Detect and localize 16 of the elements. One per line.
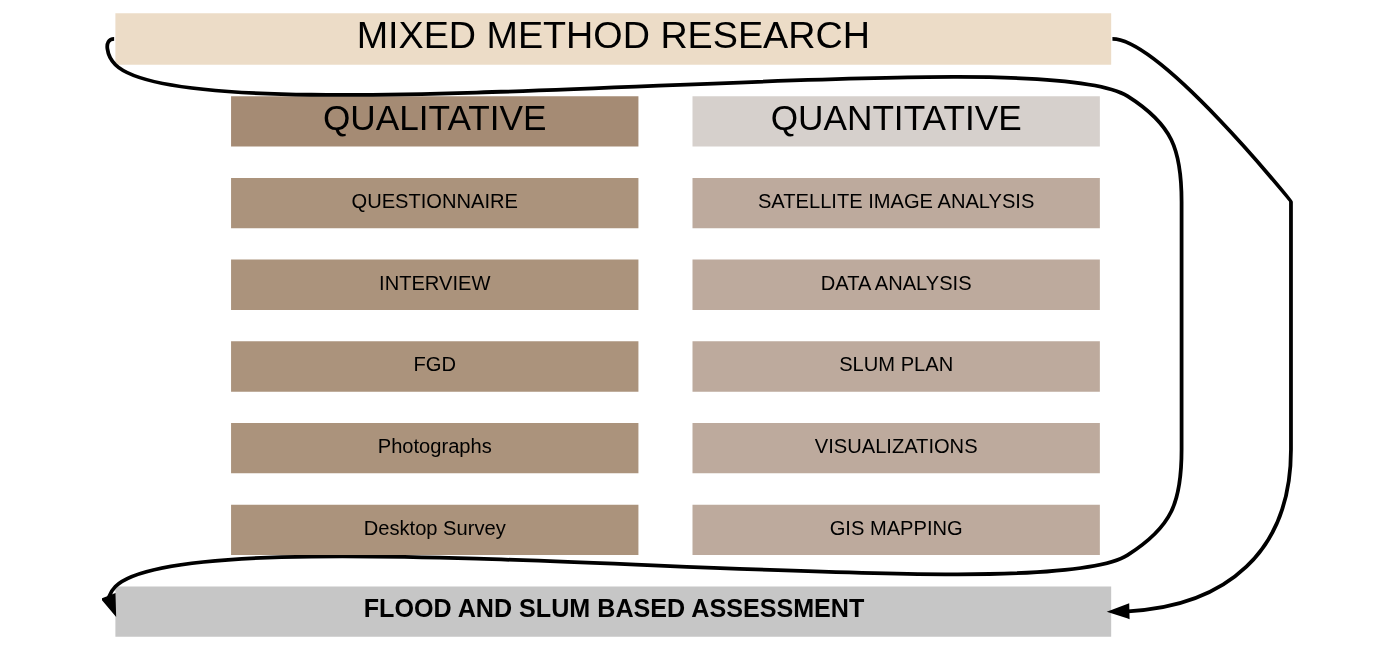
- node-box: FLOOD AND SLUM BASED ASSESSMENT: [114, 586, 1111, 637]
- arrow: [1106, 37, 1293, 620]
- node-box: VISUALIZATIONS: [692, 423, 1100, 474]
- node-box: Photographs: [230, 423, 638, 474]
- node-box: DATA ANALYSIS: [692, 259, 1100, 310]
- node-box: FGD: [230, 341, 638, 392]
- node-box: INTERVIEW: [230, 259, 638, 310]
- node-box: Desktop Survey: [230, 504, 638, 556]
- node-box: SATELLITE IMAGE ANALYSIS: [692, 177, 1100, 229]
- node-box: QUANTITATIVE: [692, 96, 1100, 147]
- node-box: MIXED METHOD RESEARCH: [114, 13, 1111, 65]
- node-box: QUALITATIVE: [230, 96, 638, 147]
- node-box: GIS MAPPING: [692, 504, 1100, 556]
- node-box: SLUM PLAN: [692, 341, 1100, 392]
- node-box: QUESTIONNAIRE: [230, 177, 638, 229]
- arrow: [101, 38, 1183, 617]
